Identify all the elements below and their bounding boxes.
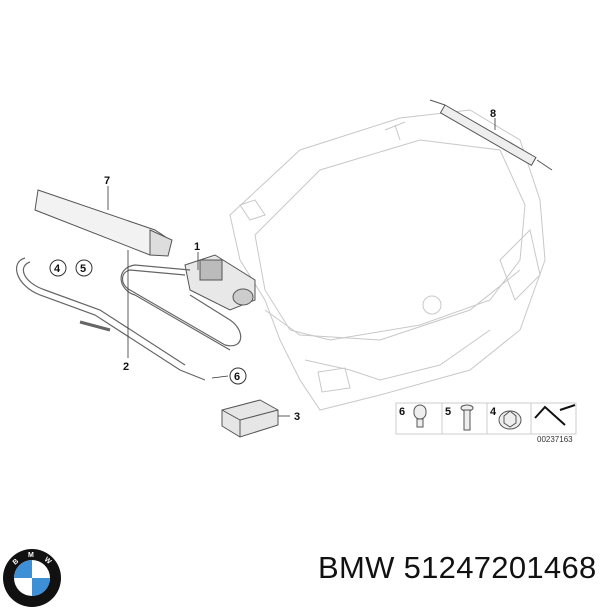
callout-8: 8 (490, 108, 496, 120)
motor-part-1 (184, 254, 256, 311)
callout-5: 5 (80, 263, 86, 275)
callout-5-circle (75, 259, 93, 277)
callout-3: 3 (294, 411, 300, 423)
callout-4: 4 (54, 263, 61, 275)
callout-6-circle (229, 367, 247, 385)
cable-part-2 (16, 257, 242, 381)
callout-4-circle (49, 259, 67, 277)
callout-1: 1 (194, 241, 200, 253)
fastener-legend: 6 5 4 00237163 (395, 402, 577, 444)
bracket-icon (534, 404, 576, 426)
legend-6: 6 (399, 406, 405, 418)
cover-part-7 (34, 189, 173, 257)
gas-strut-part-8 (429, 99, 553, 171)
drawing-code: 00237163 (537, 435, 573, 444)
svg-text:B: B (12, 558, 20, 567)
screw-icon (460, 404, 474, 431)
svg-text:W: W (43, 556, 53, 566)
foam-pad-part-3 (221, 399, 279, 438)
callout-2: 2 (123, 361, 129, 373)
leader-lines (107, 118, 496, 417)
parts-diagram: 8 7 1 4 5 2 6 3 6 5 4 00237163 (16, 99, 577, 444)
part-number-caption: BMW 51247201468 (318, 550, 597, 585)
push-rivet-icon (413, 404, 427, 428)
legend-5: 5 (445, 406, 451, 418)
svg-text:M: M (28, 552, 34, 559)
callout-6: 6 (234, 371, 240, 383)
tailgate-drawing (229, 109, 546, 411)
legend-4: 4 (490, 406, 497, 418)
nut-icon (498, 410, 522, 430)
callout-7: 7 (104, 175, 110, 187)
